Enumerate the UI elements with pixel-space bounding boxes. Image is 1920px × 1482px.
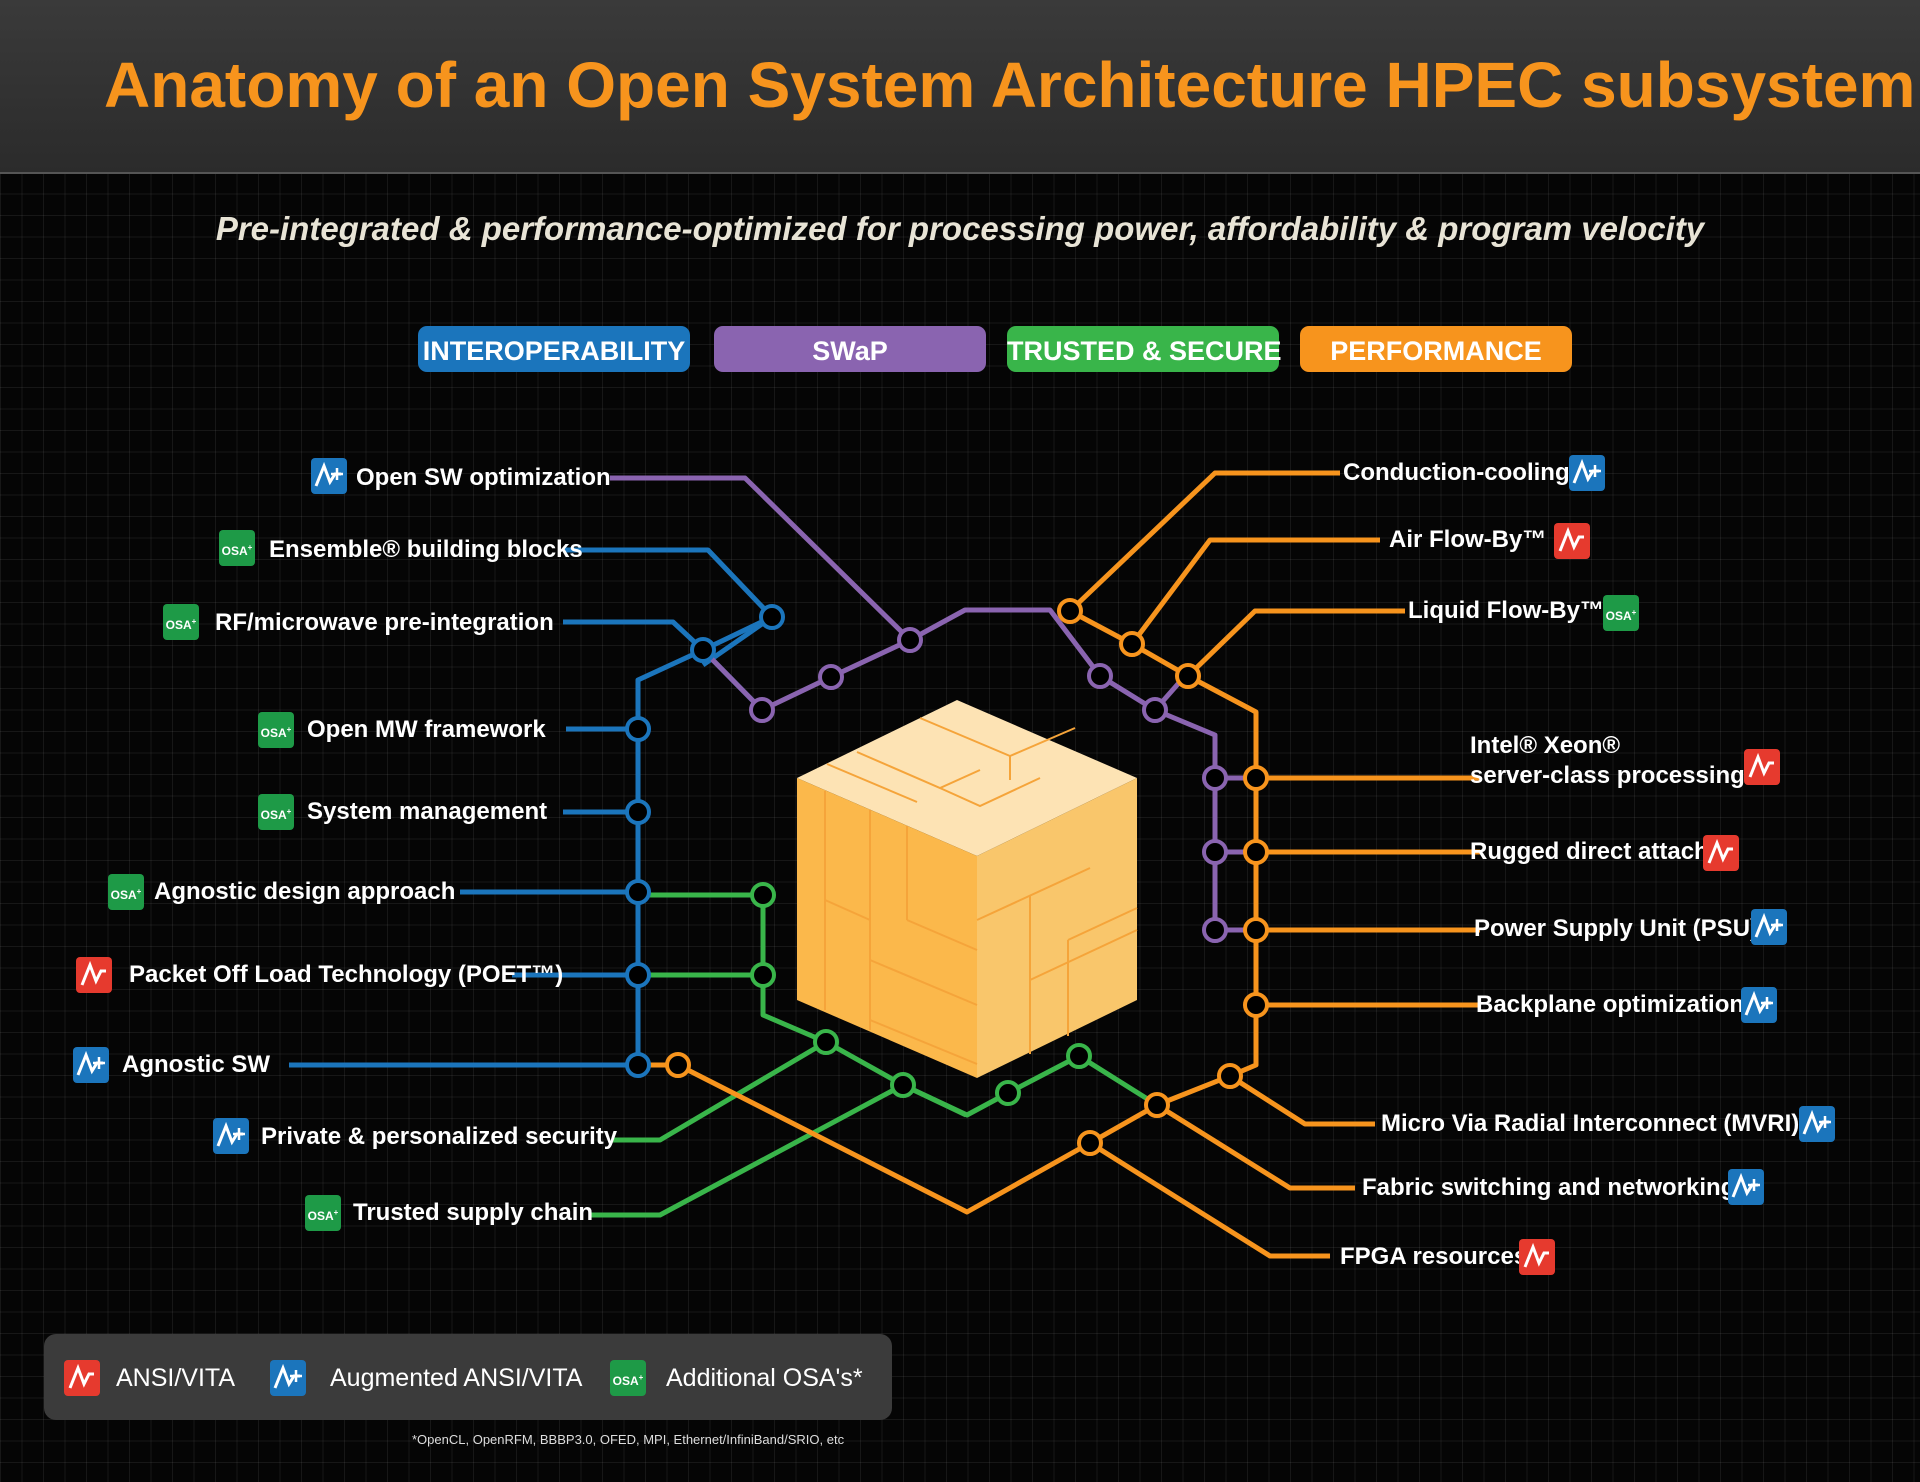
left-item-label: Agnostic SW	[122, 1051, 270, 1078]
right-item-label: Rugged direct attach	[1470, 838, 1709, 865]
right-item-label: Conduction-cooling	[1343, 459, 1570, 486]
right-item-label: Liquid Flow-By™	[1408, 597, 1604, 624]
osa-plus-icon: OSA+	[219, 530, 255, 566]
osa-plus-icon: OSA+	[258, 712, 294, 748]
left-item-label: Trusted supply chain	[353, 1199, 594, 1226]
right-item-label: Power Supply Unit (PSU)	[1474, 915, 1759, 942]
legend-label-osa: Additional OSA's*	[666, 1364, 863, 1392]
page-subtitle: Pre-integrated & performance-optimized f…	[215, 210, 1705, 247]
right-item-label-line2: server-class processing	[1470, 762, 1745, 789]
osa-plus-icon: OSA+	[305, 1195, 341, 1231]
ansi-vita-icon	[64, 1360, 100, 1396]
right-item-label: Micro Via Radial Interconnect (MVRI)	[1381, 1110, 1800, 1137]
augmented-ansi-vita-icon	[311, 458, 347, 494]
augmented-ansi-vita-icon	[73, 1047, 109, 1083]
left-item-label: RF/microwave pre-integration	[215, 609, 554, 636]
left-item-label: Open MW framework	[307, 716, 546, 743]
ansi-vita-icon	[1554, 523, 1590, 559]
legend	[44, 1334, 892, 1420]
left-item-label: Open SW optimization	[356, 464, 611, 491]
left-item-label: Packet Off Load Technology (POET™)	[129, 961, 564, 988]
augmented-ansi-vita-icon	[270, 1360, 306, 1396]
title-bar: Anatomy of an Open System Architecture H…	[0, 0, 1920, 174]
left-item-label: Ensemble® building blocks	[269, 536, 583, 563]
ansi-vita-icon	[1519, 1239, 1555, 1275]
ansi-vita-icon	[1703, 835, 1739, 871]
page-title: Anatomy of an Open System Architecture H…	[104, 49, 1916, 121]
augmented-ansi-vita-icon	[1799, 1106, 1835, 1142]
right-item-label: FPGA resources	[1340, 1243, 1528, 1270]
left-item-label: System management	[307, 798, 548, 825]
osa-plus-icon: OSA+	[163, 604, 199, 640]
augmented-ansi-vita-icon	[213, 1118, 249, 1154]
footnote: *OpenCL, OpenRFM, BBBP3.0, OFED, MPI, Et…	[412, 1432, 845, 1447]
ansi-vita-icon	[76, 957, 112, 993]
osa-plus-icon: OSA+	[258, 794, 294, 830]
osa-plus-icon: OSA+	[108, 874, 144, 910]
augmented-ansi-vita-icon	[1741, 987, 1777, 1023]
category-pill-interoperability: INTEROPERABILITY	[418, 326, 690, 372]
legend-label-ansi-vita: ANSI/VITA	[116, 1364, 236, 1392]
ansi-vita-icon	[1744, 749, 1780, 785]
augmented-ansi-vita-icon	[1728, 1169, 1764, 1205]
augmented-ansi-vita-icon	[1751, 909, 1787, 945]
right-item-label: Air Flow-By™	[1389, 526, 1547, 553]
legend-label-augmented: Augmented ANSI/VITA	[330, 1364, 583, 1392]
category-pill-trusted-secure: TRUSTED & SECURE	[1007, 326, 1282, 372]
right-item-label: Intel® Xeon®	[1470, 732, 1621, 759]
osa-plus-icon: OSA+	[1603, 595, 1639, 631]
modular-cube-icon	[797, 700, 1138, 1078]
right-item-label: Backplane optimization	[1476, 991, 1745, 1018]
osa-plus-icon: OSA+	[610, 1360, 646, 1396]
augmented-ansi-vita-icon	[1569, 455, 1605, 491]
right-item-label: Fabric switching and networking	[1362, 1174, 1736, 1201]
category-pill-swap: SWaP	[714, 326, 986, 372]
left-item-label: Agnostic design approach	[154, 878, 456, 905]
category-pill-performance: PERFORMANCE	[1300, 326, 1572, 372]
left-item-label: Private & personalized security	[261, 1123, 618, 1150]
